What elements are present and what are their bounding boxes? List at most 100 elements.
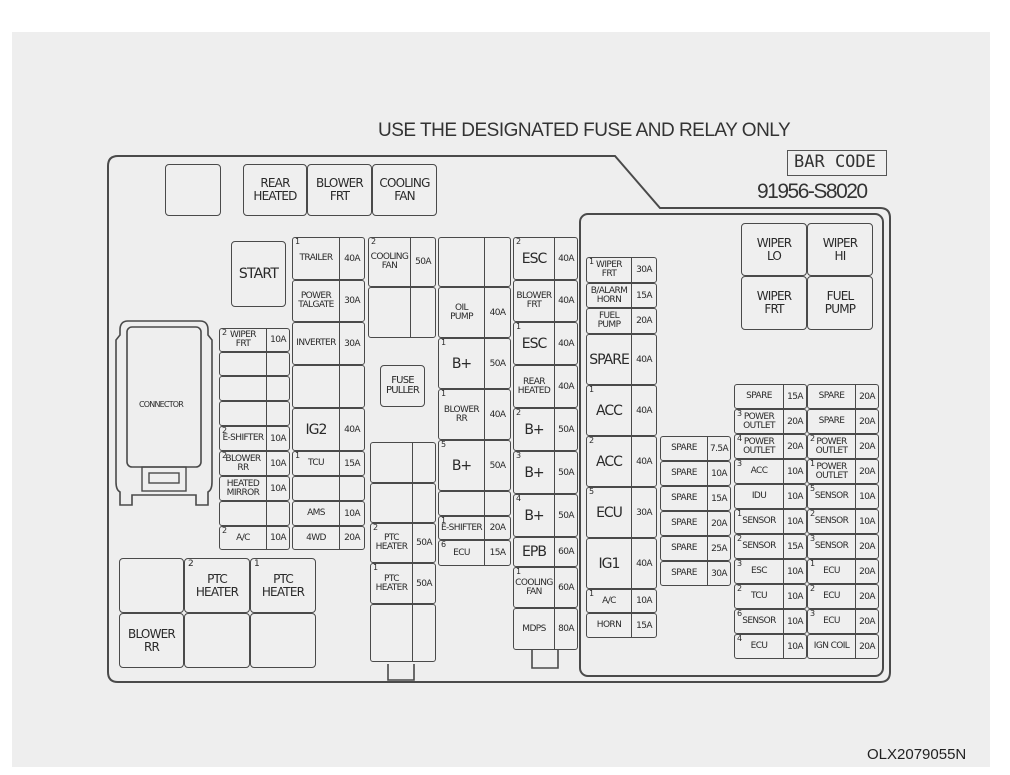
relay-cooling-fan[interactable]: COOLING FAN — [372, 164, 437, 216]
fuse-slot[interactable] — [438, 237, 511, 287]
relay-bottom[interactable] — [184, 613, 250, 668]
relay-wiper-lo[interactable]: WIPER LO — [741, 223, 807, 276]
fuse-slot[interactable] — [370, 483, 436, 523]
relay-top-blank[interactable] — [165, 164, 221, 216]
fuse-slot[interactable] — [292, 365, 365, 408]
relay-bottom[interactable] — [119, 558, 184, 613]
fuse-slot[interactable] — [219, 376, 290, 401]
fuse-amperage — [339, 477, 364, 500]
relay-rear-heated[interactable]: REAR HEATED — [243, 164, 307, 216]
relay-wiper-frt[interactable]: WIPER FRT — [741, 276, 807, 330]
fuse-slot[interactable] — [370, 604, 436, 662]
relay-bottom[interactable]: BLOWER RR — [119, 613, 184, 668]
relay-start[interactable]: START — [231, 241, 286, 307]
relay-wiper-hi[interactable]: WIPER HI — [807, 223, 873, 276]
fuse-slot[interactable] — [292, 476, 365, 501]
fuse-amperage — [412, 443, 435, 482]
relay-fuel-pump[interactable]: FUEL PUMP — [807, 276, 873, 330]
fuse-slot[interactable] — [368, 287, 436, 338]
relay-bottom[interactable] — [250, 613, 316, 668]
fuse-puller[interactable]: FUSE PULLER — [380, 365, 425, 407]
fuse-slot[interactable] — [370, 442, 436, 483]
relay-blower-frt[interactable]: BLOWER FRT — [307, 164, 372, 216]
fuse-slot[interactable] — [219, 501, 290, 526]
fuse-slot[interactable] — [438, 491, 511, 516]
fuse-name: ACC — [750, 466, 768, 476]
fuse-slot[interactable] — [219, 401, 290, 426]
fuse-slot[interactable] — [219, 352, 290, 376]
